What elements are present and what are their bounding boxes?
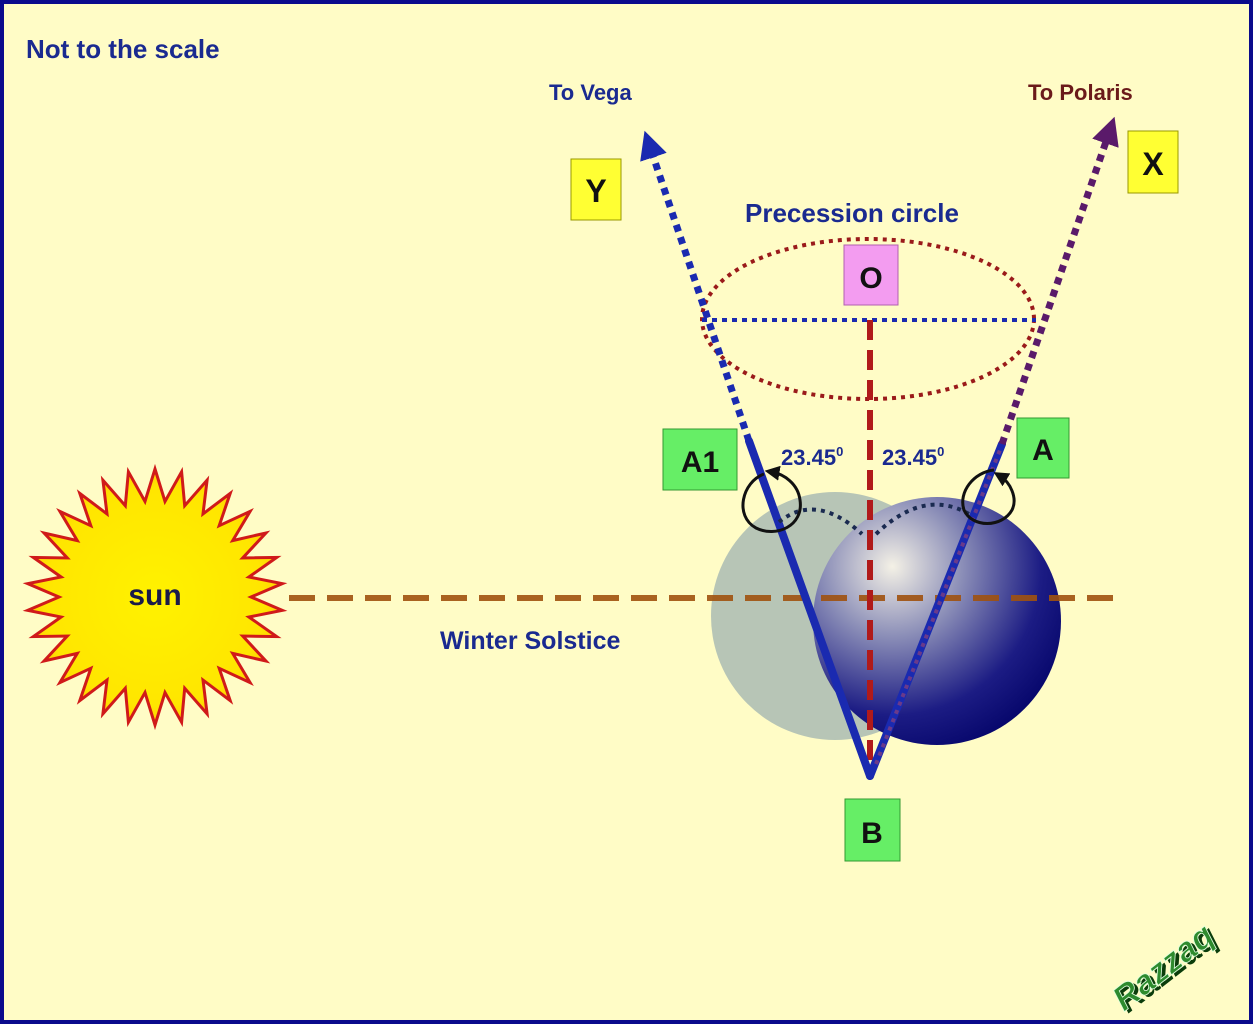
point-x-box: X: [1127, 130, 1179, 194]
vega-axis-dotted: [640, 130, 753, 443]
point-b-label: B: [861, 817, 883, 850]
point-a1-label: A1: [681, 446, 719, 479]
sun-rays: [22, 463, 288, 731]
rotation-arc-right: [874, 502, 970, 536]
sun-label: sun: [128, 579, 181, 612]
point-a-box: A: [1016, 417, 1070, 479]
spin-arrow-left: [741, 465, 802, 533]
point-y-label: Y: [585, 173, 606, 209]
sun: sun: [22, 463, 288, 731]
polaris-axis-dotted: [998, 116, 1119, 446]
to-polaris-label: To Polaris: [1028, 80, 1133, 105]
precession-circle-label: Precession circle: [745, 198, 959, 228]
point-x-label: X: [1142, 146, 1164, 182]
point-a-label: A: [1032, 434, 1054, 467]
razzaq-logo: Razzaq Razzaq: [1105, 916, 1225, 1020]
point-b-box: B: [844, 798, 901, 862]
point-o-box: O: [843, 244, 899, 306]
angle-left-label: 23.450: [781, 444, 843, 470]
svg-text:Razzaq: Razzaq: [1106, 916, 1222, 1018]
precession-diagram: Not to the scale To Vega To Polaris Prec…: [22, 34, 1225, 1020]
angle-right-label: 23.450: [882, 444, 944, 470]
spin-arrow-right: [961, 468, 1016, 525]
scale-note: Not to the scale: [26, 34, 220, 64]
earth: [813, 497, 1061, 745]
vega-axis-solid: [745, 437, 874, 780]
point-o-label: O: [859, 262, 882, 295]
rotation-arc-left: [777, 507, 864, 536]
point-a1-box: A1: [662, 428, 738, 491]
to-vega-label: To Vega: [549, 80, 632, 105]
point-y-box: Y: [570, 158, 622, 221]
winter-solstice-label: Winter Solstice: [440, 627, 620, 655]
polaris-axis-inner-dotted: [874, 449, 1002, 765]
